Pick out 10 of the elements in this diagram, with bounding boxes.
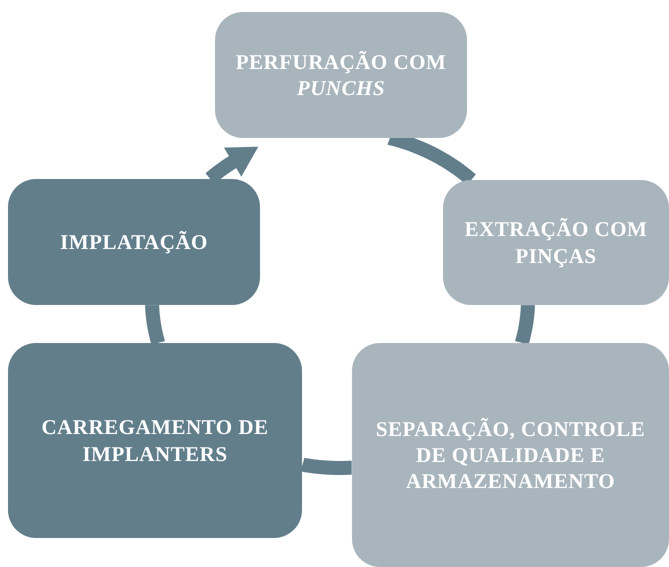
process-box (443, 180, 669, 305)
step-label: PERFURAÇÃO COM PUNCHS (234, 48, 448, 102)
step-label: CARREGAMENTO DE IMPLANTERS (40, 414, 270, 467)
step-label: IMPLATAÇÃO (60, 228, 208, 256)
process-box (8, 343, 302, 538)
step-label: SEPARAÇÃO, CONTROLE DE QUALIDADE E ARMAZENAMENTO (374, 416, 646, 494)
process-box (8, 179, 260, 305)
step-label: EXTRAÇÃO COM PINÇAS (464, 216, 648, 269)
process-box (215, 12, 467, 138)
process-box (352, 343, 669, 567)
